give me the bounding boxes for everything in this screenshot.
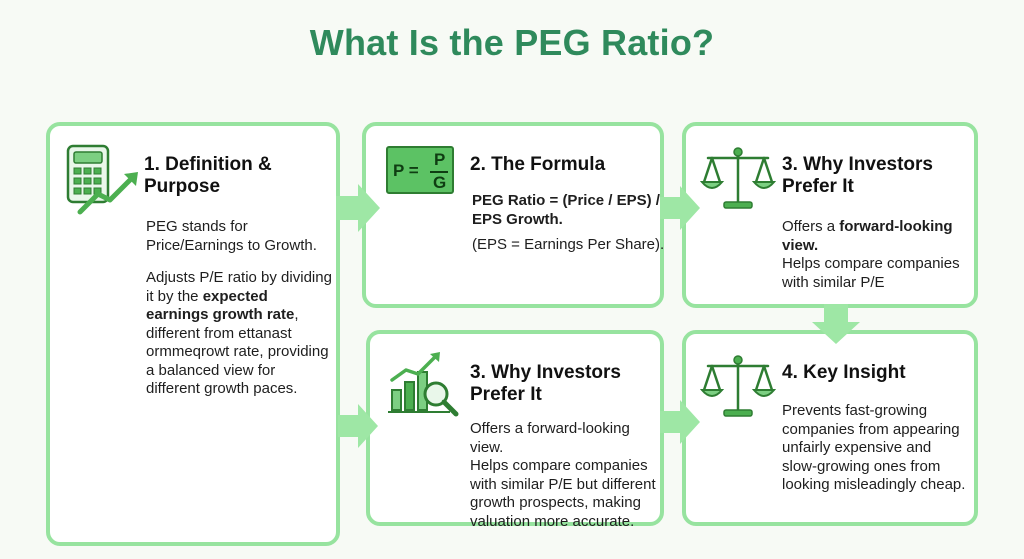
card-key-insight: 4. Key Insight Prevents fast-growing com…	[682, 330, 978, 526]
card-definition: 1. Definition & Purpose PEG stands for P…	[46, 122, 340, 546]
card-title: 3. Why Investors Prefer It	[470, 362, 621, 405]
arrow-right-icon	[660, 400, 700, 444]
card-title: 3. Why Investors Prefer It	[782, 154, 933, 197]
card-title: 4. Key Insight	[782, 362, 906, 383]
card-why-investors-top: 3. Why Investors Prefer It Offers a forw…	[682, 122, 978, 308]
card-why-investors-bottom: 3. Why Investors Prefer It Offers a forw…	[366, 330, 664, 530]
arrow-down-icon	[812, 304, 860, 344]
card-title: 2. The Formula	[470, 154, 606, 175]
bar-chart-magnifier-icon	[388, 352, 459, 417]
balance-scale-icon	[700, 355, 776, 417]
arrow-right-icon	[660, 186, 700, 230]
card-body: Prevents fast-growing companies from app…	[782, 402, 966, 493]
card-body: PEG stands for Price/Earnings to Growth.…	[146, 218, 332, 397]
card-body: Offers a forward-looking view. Helps com…	[782, 218, 960, 291]
arrow-right-icon	[336, 184, 380, 232]
page-title: What Is the PEG Ratio?	[309, 22, 715, 63]
card-body: Offers a forward-looking view. Helps com…	[470, 420, 656, 530]
formula-note: (EPS = Earnings Per Share).	[472, 236, 665, 253]
peg-formula-icon: P = P G	[386, 146, 454, 194]
formula-text: PEG Ratio = (Price / EPS) / EPS Growth.	[472, 192, 660, 228]
balance-scale-icon	[700, 147, 776, 209]
card-formula: P = P G 2. The Formula PEG Ratio = (Pric…	[362, 122, 664, 308]
card-title: 1. Definition & Purpose	[144, 154, 272, 197]
calculator-growth-icon	[66, 144, 138, 215]
arrow-right-icon	[338, 404, 378, 448]
